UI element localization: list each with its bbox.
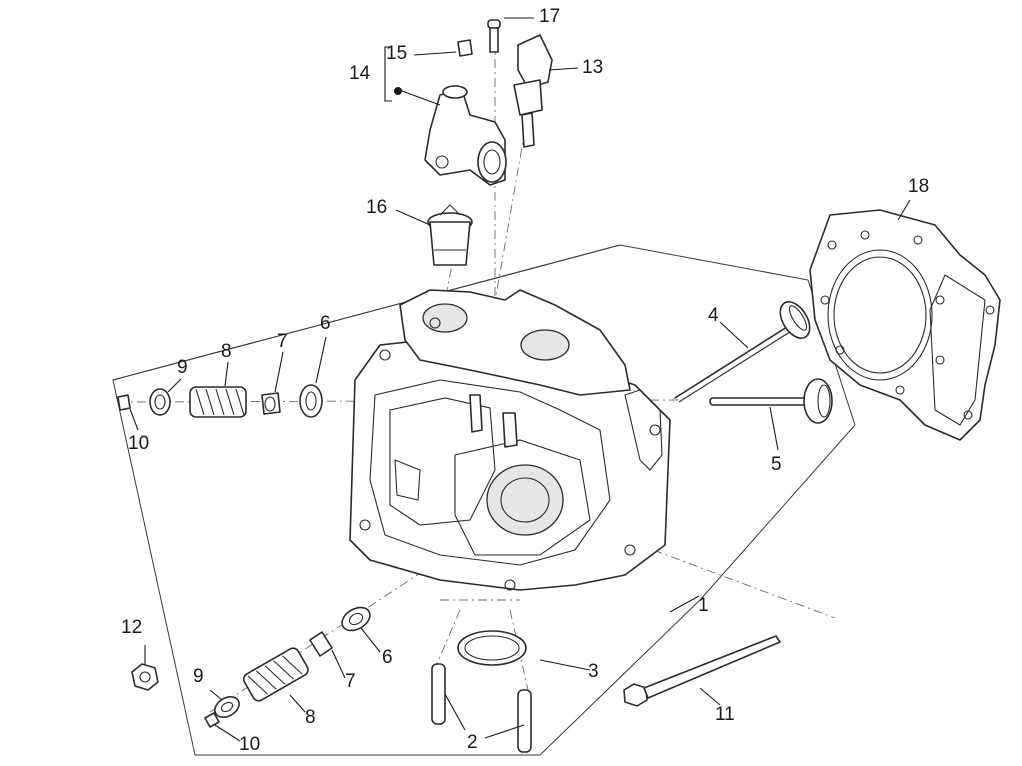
lower-valve-stack: [204, 606, 371, 728]
callout-8-lower: 8: [305, 707, 316, 728]
callout-18: 18: [908, 176, 930, 197]
callout-10-upper: 10: [128, 433, 150, 454]
thermostat-16: [427, 204, 473, 266]
callout-13: 13: [582, 57, 604, 78]
exhaust-valve-5: [709, 378, 833, 424]
callout-6-lower: 6: [382, 647, 393, 668]
bracket-14: [384, 46, 441, 106]
callout-16: 16: [366, 197, 388, 218]
callout-3: 3: [588, 661, 599, 682]
callout-7-lower: 7: [345, 671, 356, 692]
callout-7-upper: 7: [277, 331, 288, 352]
valve-spring-upper: [189, 386, 247, 418]
callout-11: 11: [715, 704, 735, 725]
callout-6-upper: 6: [320, 313, 331, 334]
head-gasket-18: [809, 209, 1001, 441]
callout-15: 15: [386, 43, 408, 64]
callout-9-upper: 9: [177, 357, 188, 378]
callout-14: 14: [349, 63, 371, 84]
valve-spring-lower: [242, 647, 309, 702]
callout-10-lower: 10: [239, 734, 261, 755]
intake-valve-4: [674, 301, 811, 403]
callout-17: 17: [539, 6, 561, 27]
plug-15: [457, 39, 473, 57]
nut-12: [131, 663, 159, 691]
upper-valve-stack: [117, 384, 323, 418]
screw-17: [487, 19, 501, 53]
o-ring-3: [457, 630, 527, 666]
temperature-sensor-13: [513, 34, 553, 148]
leader-lines: [129, 17, 911, 742]
callout-8-upper: 8: [221, 341, 232, 362]
callout-5: 5: [771, 454, 782, 475]
cylinder-head: [349, 289, 671, 591]
callout-4: 4: [708, 305, 719, 326]
callout-1: 1: [698, 595, 709, 616]
thermostat-housing-14: [424, 85, 507, 186]
callout-12: 12: [121, 617, 143, 638]
callout-2: 2: [467, 732, 478, 753]
callout-9-lower: 9: [193, 666, 204, 687]
dowel-pins-2: [431, 663, 532, 753]
stud-bolt-11: [623, 635, 781, 707]
